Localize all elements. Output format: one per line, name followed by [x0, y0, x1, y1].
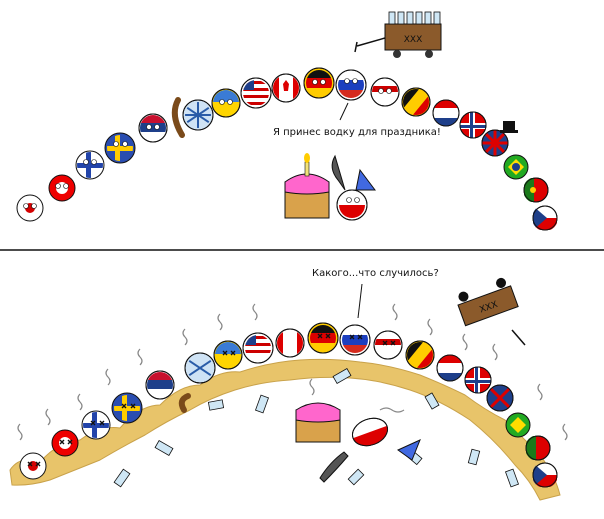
bottom-panel: XXX	[9, 277, 568, 501]
party-hat-icon	[355, 168, 376, 191]
flag-ball-icon	[145, 370, 175, 400]
cake-icon	[284, 153, 330, 219]
top-panel: XXX	[16, 11, 558, 231]
flag-ball-icon	[48, 174, 76, 202]
flag-ball-icon	[19, 452, 47, 480]
flag-ball-icon	[532, 205, 558, 231]
flag-ball-icon	[242, 332, 274, 364]
cart-icon: XXX	[457, 277, 519, 327]
flag-ball-icon	[405, 340, 435, 370]
speech-text-top: Я принес водку для праздника!	[273, 127, 441, 138]
countryball-arc-top	[16, 67, 558, 231]
flag-ball-icon	[303, 67, 335, 99]
flag-ball-icon	[464, 366, 492, 394]
flag-ball-icon	[213, 340, 243, 370]
flag-ball-icon	[307, 322, 339, 354]
flag-ball-icon	[432, 99, 460, 127]
flag-ball-icon	[436, 354, 464, 382]
cart-label: XXX	[404, 35, 423, 45]
flag-ball-icon	[532, 462, 558, 488]
flag-ball-icon	[104, 132, 136, 164]
flag-ball-icon	[271, 73, 301, 103]
stink-lines-icon	[17, 303, 568, 441]
flag-ball-icon	[111, 392, 143, 424]
flag-ball-icon	[523, 177, 549, 203]
speech-pointer	[339, 102, 349, 121]
flag-ball-icon	[275, 328, 305, 358]
flag-ball-icon	[182, 99, 214, 131]
flag-ball-icon	[51, 429, 79, 457]
flag-ball-icon	[75, 150, 105, 180]
flag-ball-icon	[486, 384, 514, 412]
flag-ball-icon	[505, 412, 531, 438]
flag-ball-icon	[339, 324, 371, 356]
flag-ball-icon	[336, 189, 368, 221]
flag-ball-icon	[481, 121, 518, 157]
flag-ball-icon	[503, 154, 529, 180]
kebab-icon	[178, 393, 191, 413]
cart-handle	[511, 329, 526, 346]
flag-ball-icon	[184, 352, 216, 384]
flag-ball-icon	[16, 194, 44, 222]
knife-icon	[319, 451, 349, 483]
flag-ball-icon	[81, 410, 111, 440]
flag-ball-icon	[138, 113, 168, 143]
flag-ball-icon	[373, 330, 403, 360]
vodka-bottle-icon	[113, 367, 520, 488]
flag-ball-icon	[459, 111, 487, 139]
knife-icon	[331, 154, 346, 191]
flag-ball-icon	[401, 87, 431, 117]
cake-icon	[295, 402, 341, 443]
kebab-icon	[171, 97, 185, 138]
flag-ball-icon	[211, 88, 241, 118]
flag-ball-icon	[335, 69, 367, 101]
speech-pointer	[357, 283, 363, 319]
flag-ball-icon	[240, 77, 272, 109]
flag-ball-icon	[352, 417, 392, 451]
x-eyes	[27, 333, 396, 467]
party-hat-icon	[397, 439, 421, 461]
flag-ball-icon	[370, 77, 400, 107]
flag-ball-icon	[525, 435, 551, 461]
speech-text-bottom: Какого...что случилось?	[312, 268, 439, 279]
cart-icon: XXX	[354, 11, 442, 58]
